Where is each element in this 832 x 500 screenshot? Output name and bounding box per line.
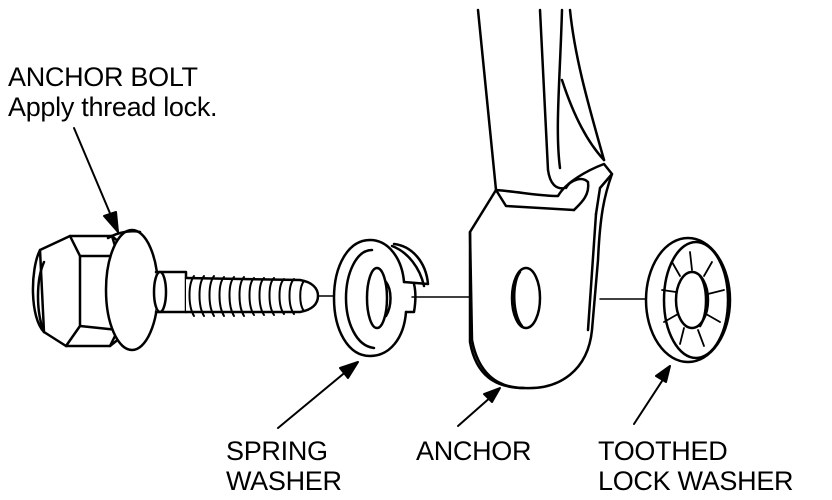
toothed-lock-washer-label: TOOTHED LOCK WASHER: [598, 436, 794, 496]
anchor-bolt-label-line1: ANCHOR BOLT: [8, 62, 198, 92]
leader-arrows: [73, 127, 671, 429]
spring-washer-label-line2: WASHER: [226, 466, 342, 496]
spring-washer: [332, 238, 430, 358]
spring-washer-label-line1: SPRING: [226, 436, 328, 466]
toothed-lock-washer-label-line1: TOOTHED: [598, 436, 728, 466]
anchor-bolt-note: Apply thread lock.: [8, 92, 218, 122]
anchor-label-line1: ANCHOR: [416, 436, 532, 466]
spring-washer-label: SPRING WASHER: [226, 436, 342, 496]
anchor-bolt-label: ANCHOR BOLT Apply thread lock.: [8, 62, 218, 122]
toothed-lock-washer-label-line2: LOCK WASHER: [598, 466, 794, 496]
anchor: [468, 8, 614, 390]
anchor-bolt: [31, 228, 320, 352]
anchor-label: ANCHOR: [416, 436, 532, 466]
toothed-lock-washer: [644, 236, 732, 364]
